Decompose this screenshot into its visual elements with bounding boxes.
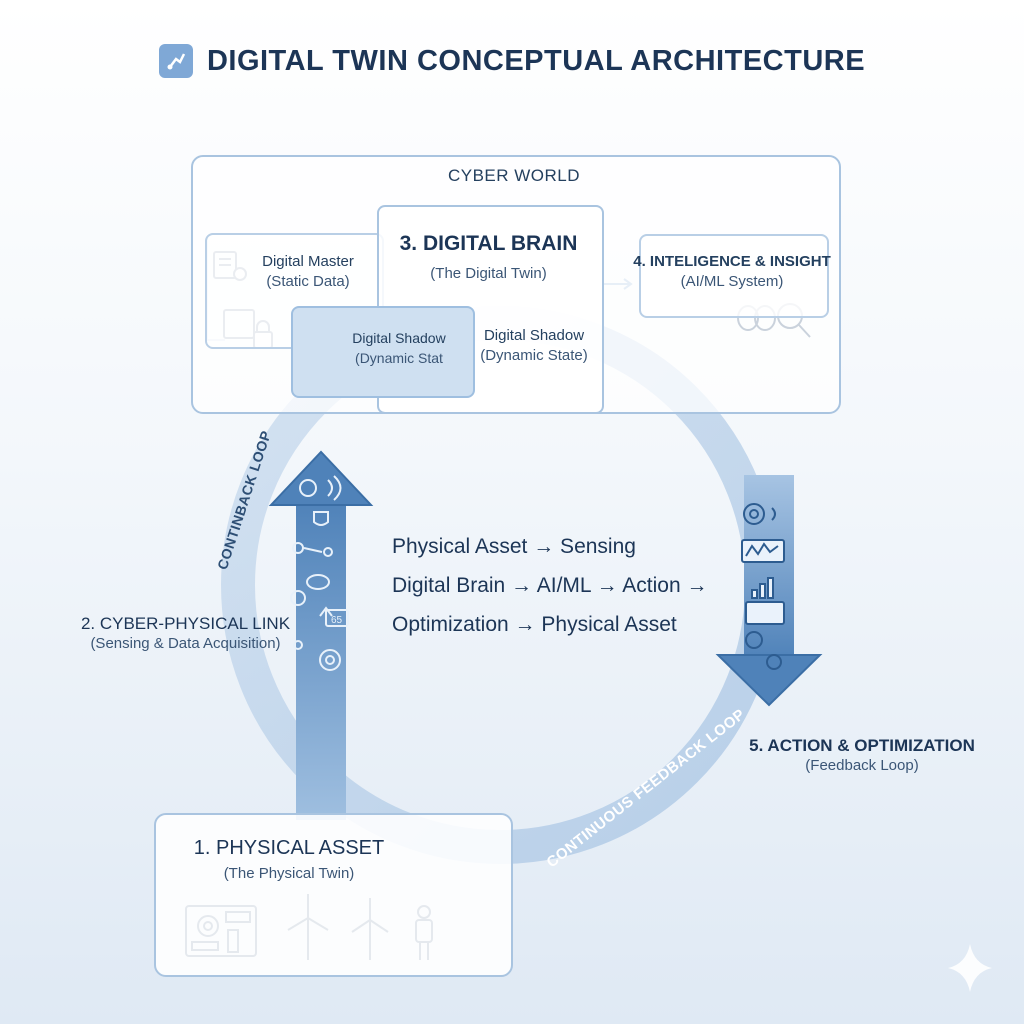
digital-brain-title: 3. DIGITAL BRAIN	[399, 232, 578, 255]
digital-master-label: Digital Master (Static Data)	[248, 252, 368, 292]
digital-master-title: Digital Master	[262, 253, 354, 270]
header: DIGITAL TWIN CONCEPTUAL ARCHITECTURE	[0, 44, 1024, 78]
flow-line-3: Optimization → Physical Asset	[392, 613, 677, 636]
sensor-icons-up	[290, 475, 349, 671]
cyber-physical-title: 2. CYBER-PHYSICAL LINK	[80, 614, 291, 633]
sparkle-icon	[948, 944, 992, 992]
digital-shadow-inner-label: Digital Shadow (Dynamic Stat	[344, 328, 454, 368]
digital-shadow-title: Digital Shadow	[483, 327, 585, 344]
intelligence-box	[639, 234, 829, 318]
cyber-physical-sub: (Sensing & Data Acquisition)	[90, 635, 281, 652]
down-arrow	[715, 475, 823, 707]
digital-shadow-inner-sub: (Dynamic Stat	[355, 350, 443, 366]
digital-shadow-inner-title: Digital Shadow	[352, 330, 446, 346]
intelligence-sub: (AI/ML System)	[680, 273, 784, 290]
action-title: 5. ACTION & OPTIMIZATION	[749, 736, 975, 755]
physical-asset-label: 1. PHYSICAL ASSET (The Physical Twin)	[154, 838, 424, 884]
sensor-readout: 65	[331, 615, 343, 626]
cyber-world-label: CYBER WORLD	[447, 166, 581, 185]
digital-brain-sub: (The Digital Twin)	[430, 265, 547, 282]
intelligence-label: 4. INTELIGENCE & INSIGHT (AI/ML System)	[630, 252, 834, 292]
physical-asset-title: 1. PHYSICAL ASSET	[193, 837, 385, 859]
flow-line-2: Digital Brain → AI/ML → Action →	[392, 574, 708, 597]
app-logo-icon	[158, 44, 193, 78]
digital-master-sub: (Static Data)	[266, 273, 350, 290]
physical-asset-box	[154, 813, 513, 977]
action-icons-down	[741, 503, 785, 670]
intelligence-title: 4. INTELIGENCE & INSIGHT	[633, 253, 831, 270]
up-arrow	[268, 450, 374, 820]
digital-shadow-label: Digital Shadow (Dynamic State)	[474, 326, 594, 366]
action-label: 5. ACTION & OPTIMIZATION (Feedback Loop)	[746, 736, 978, 776]
action-sub: (Feedback Loop)	[805, 757, 919, 774]
physical-asset-sub: (The Physical Twin)	[223, 865, 355, 882]
digital-shadow-inner-box	[291, 306, 475, 398]
digital-shadow-sub: (Dynamic State)	[480, 347, 588, 364]
cyber-physical-label: 2. CYBER-PHYSICAL LINK (Sensing & Data A…	[78, 614, 293, 654]
flow-line-1: Physical Asset → Sensing	[392, 535, 636, 558]
page-title: DIGITAL TWIN CONCEPTUAL ARCHITECTURE	[206, 44, 866, 77]
